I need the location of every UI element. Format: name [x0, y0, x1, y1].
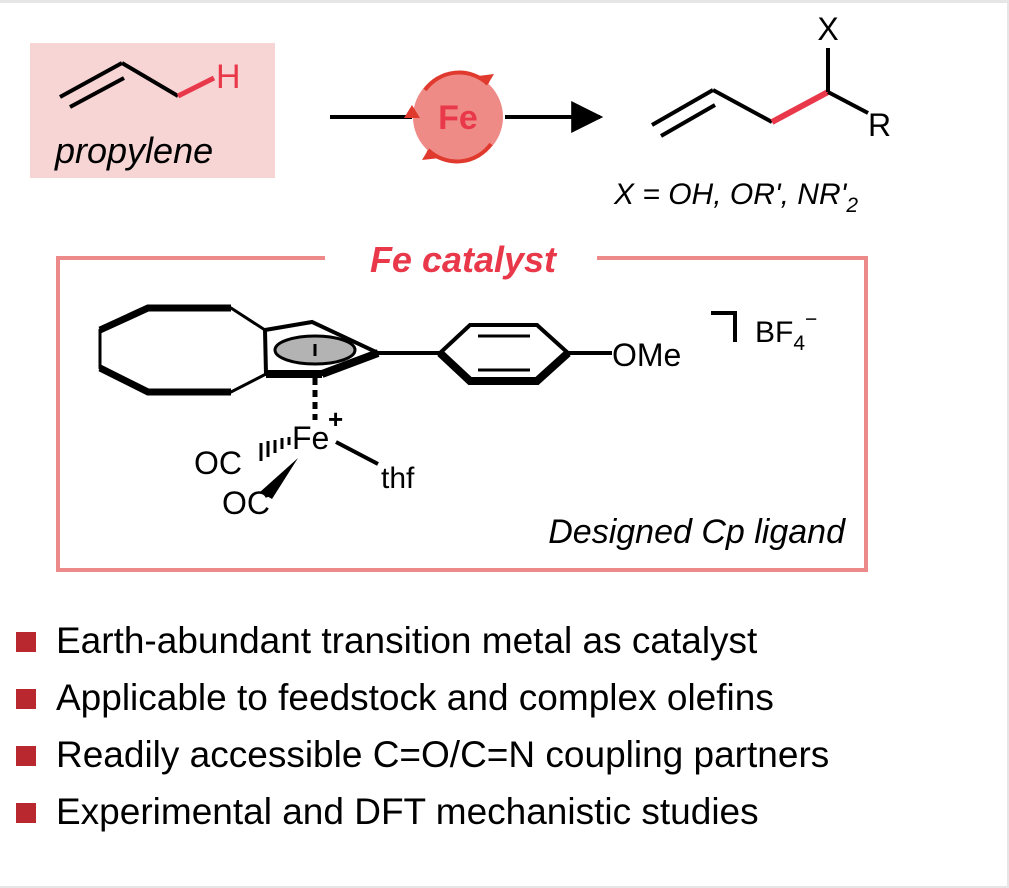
cycle-arrow-bottom-icon	[422, 150, 440, 160]
reaction-arrow: Fe	[330, 70, 604, 164]
bullet-square-icon	[16, 746, 36, 766]
list-item: Experimental and DFT mechanistic studies	[16, 783, 829, 840]
catalyst-caption: Designed Cp ligand	[548, 513, 846, 551]
list-item: Earth-abundant transition metal as catal…	[16, 612, 829, 669]
list-item: Readily accessible C=O/C=N coupling part…	[16, 726, 829, 783]
salt-bracket	[711, 311, 737, 342]
aryl-ring-front	[437, 350, 571, 385]
hydrogen-label: H	[216, 58, 241, 96]
cycle-arrow-left-icon	[404, 105, 420, 118]
bullet-text: Applicable to feedstock and complex olef…	[56, 677, 774, 718]
counterion-label: BF4−	[755, 308, 817, 355]
fe-cycle-circle	[413, 72, 503, 162]
product-c-r-bond	[827, 90, 869, 115]
carbonyl-bottom-label: OC	[222, 485, 270, 521]
bullet-square-icon	[16, 689, 36, 709]
cp-ring-front-edge-2	[320, 349, 380, 378]
catalyst-title: Fe catalyst	[370, 239, 558, 280]
bullet-text: Readily accessible C=O/C=N coupling part…	[56, 734, 830, 775]
methoxy-label: OMe	[612, 337, 681, 373]
fe-thf-bond	[335, 440, 379, 466]
product-r-label: R	[868, 107, 891, 143]
list-item: Applicable to feedstock and complex olef…	[16, 669, 829, 726]
iron-charge: +	[328, 404, 343, 434]
reactant-propylene: H propylene	[30, 43, 275, 178]
product-bond-1	[712, 88, 773, 124]
bullet-text: Earth-abundant transition metal as catal…	[56, 620, 758, 661]
thf-label: thf	[381, 462, 415, 495]
product-double-bond-inner	[660, 103, 716, 138]
bullet-square-icon	[16, 803, 36, 823]
reactant-box	[30, 43, 275, 178]
cyclooctane-ring-front-top	[98, 304, 231, 334]
cycle-arc-top	[423, 70, 490, 92]
highlights-list: Earth-abundant transition metal as catal…	[16, 612, 829, 840]
catalyst-panel: Fe catalyst OMe BF4− Fe +	[56, 239, 868, 572]
iron-label: Fe	[292, 420, 329, 456]
product-double-bond-outer	[651, 88, 714, 127]
catalyst-title-gap	[325, 240, 597, 280]
c-h-bond	[176, 75, 216, 99]
fe-co-hashed-bond	[259, 437, 291, 461]
cycle-arrow-top-icon	[478, 74, 494, 84]
new-c-c-bond	[770, 89, 830, 125]
fe-co-wedge-bond	[260, 458, 298, 499]
cyclooctane-ring-front-bottom	[98, 364, 231, 396]
double-bond-inner	[69, 76, 125, 109]
bullet-text: Experimental and DFT mechanistic studies	[56, 791, 759, 832]
product-substituent-note: X = OH, OR', NR'2	[613, 178, 858, 217]
single-bond	[120, 61, 180, 98]
double-bond-outer	[59, 61, 123, 99]
product-x-label: X	[817, 11, 838, 47]
bullet-square-icon	[16, 632, 36, 652]
product-structure: X R X = OH, OR', NR'2	[613, 11, 891, 217]
reaction-scheme: H propylene Fe X R X = OH, OR', NR'2 Fe …	[30, 11, 891, 572]
catalyst-symbol: Fe	[438, 99, 478, 137]
reactant-name: propylene	[54, 130, 213, 171]
carbonyl-top-label: OC	[194, 445, 242, 481]
